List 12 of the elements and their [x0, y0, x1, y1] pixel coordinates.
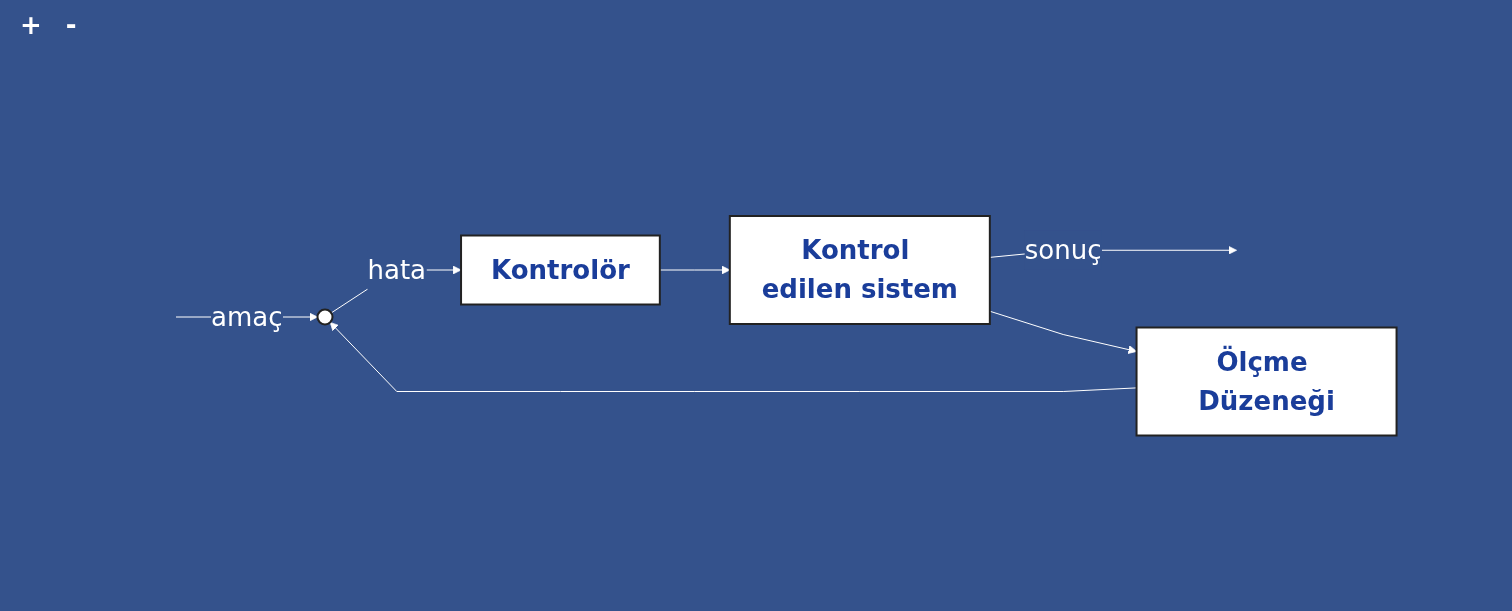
arrow [659, 265, 730, 275]
node-box: Kontrol edilen sistem [728, 214, 991, 325]
edge-label: sonuç [1024, 234, 1102, 265]
node-circle [316, 308, 334, 326]
sign-label: - [65, 10, 77, 40]
node-box: Ölçme Düzeneği [1135, 326, 1398, 437]
sign-label: + [20, 10, 42, 40]
edge-label: hata [367, 254, 426, 285]
arrow [329, 321, 1137, 392]
edge-label: amaç [210, 301, 283, 332]
arrow [989, 310, 1137, 354]
node-box: Kontrolör [459, 234, 661, 306]
